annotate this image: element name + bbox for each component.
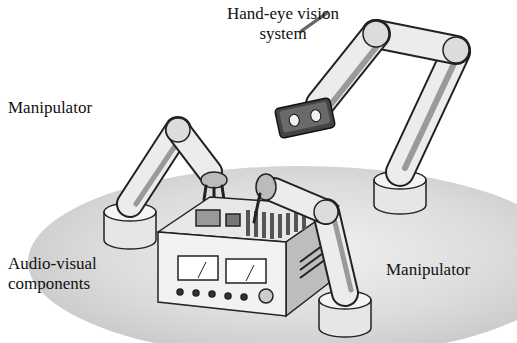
manipulator-label: Manipulator xyxy=(8,98,118,118)
vision-arm xyxy=(274,21,469,214)
audio-visual-device xyxy=(158,10,338,316)
manipulator-label: Manipulator xyxy=(386,260,506,280)
ground-ellipse xyxy=(28,166,517,343)
front-manipulator xyxy=(254,174,371,337)
vision-system-label: Hand-eye vision system xyxy=(208,4,358,45)
components-label: Audio-visual components xyxy=(8,254,116,295)
